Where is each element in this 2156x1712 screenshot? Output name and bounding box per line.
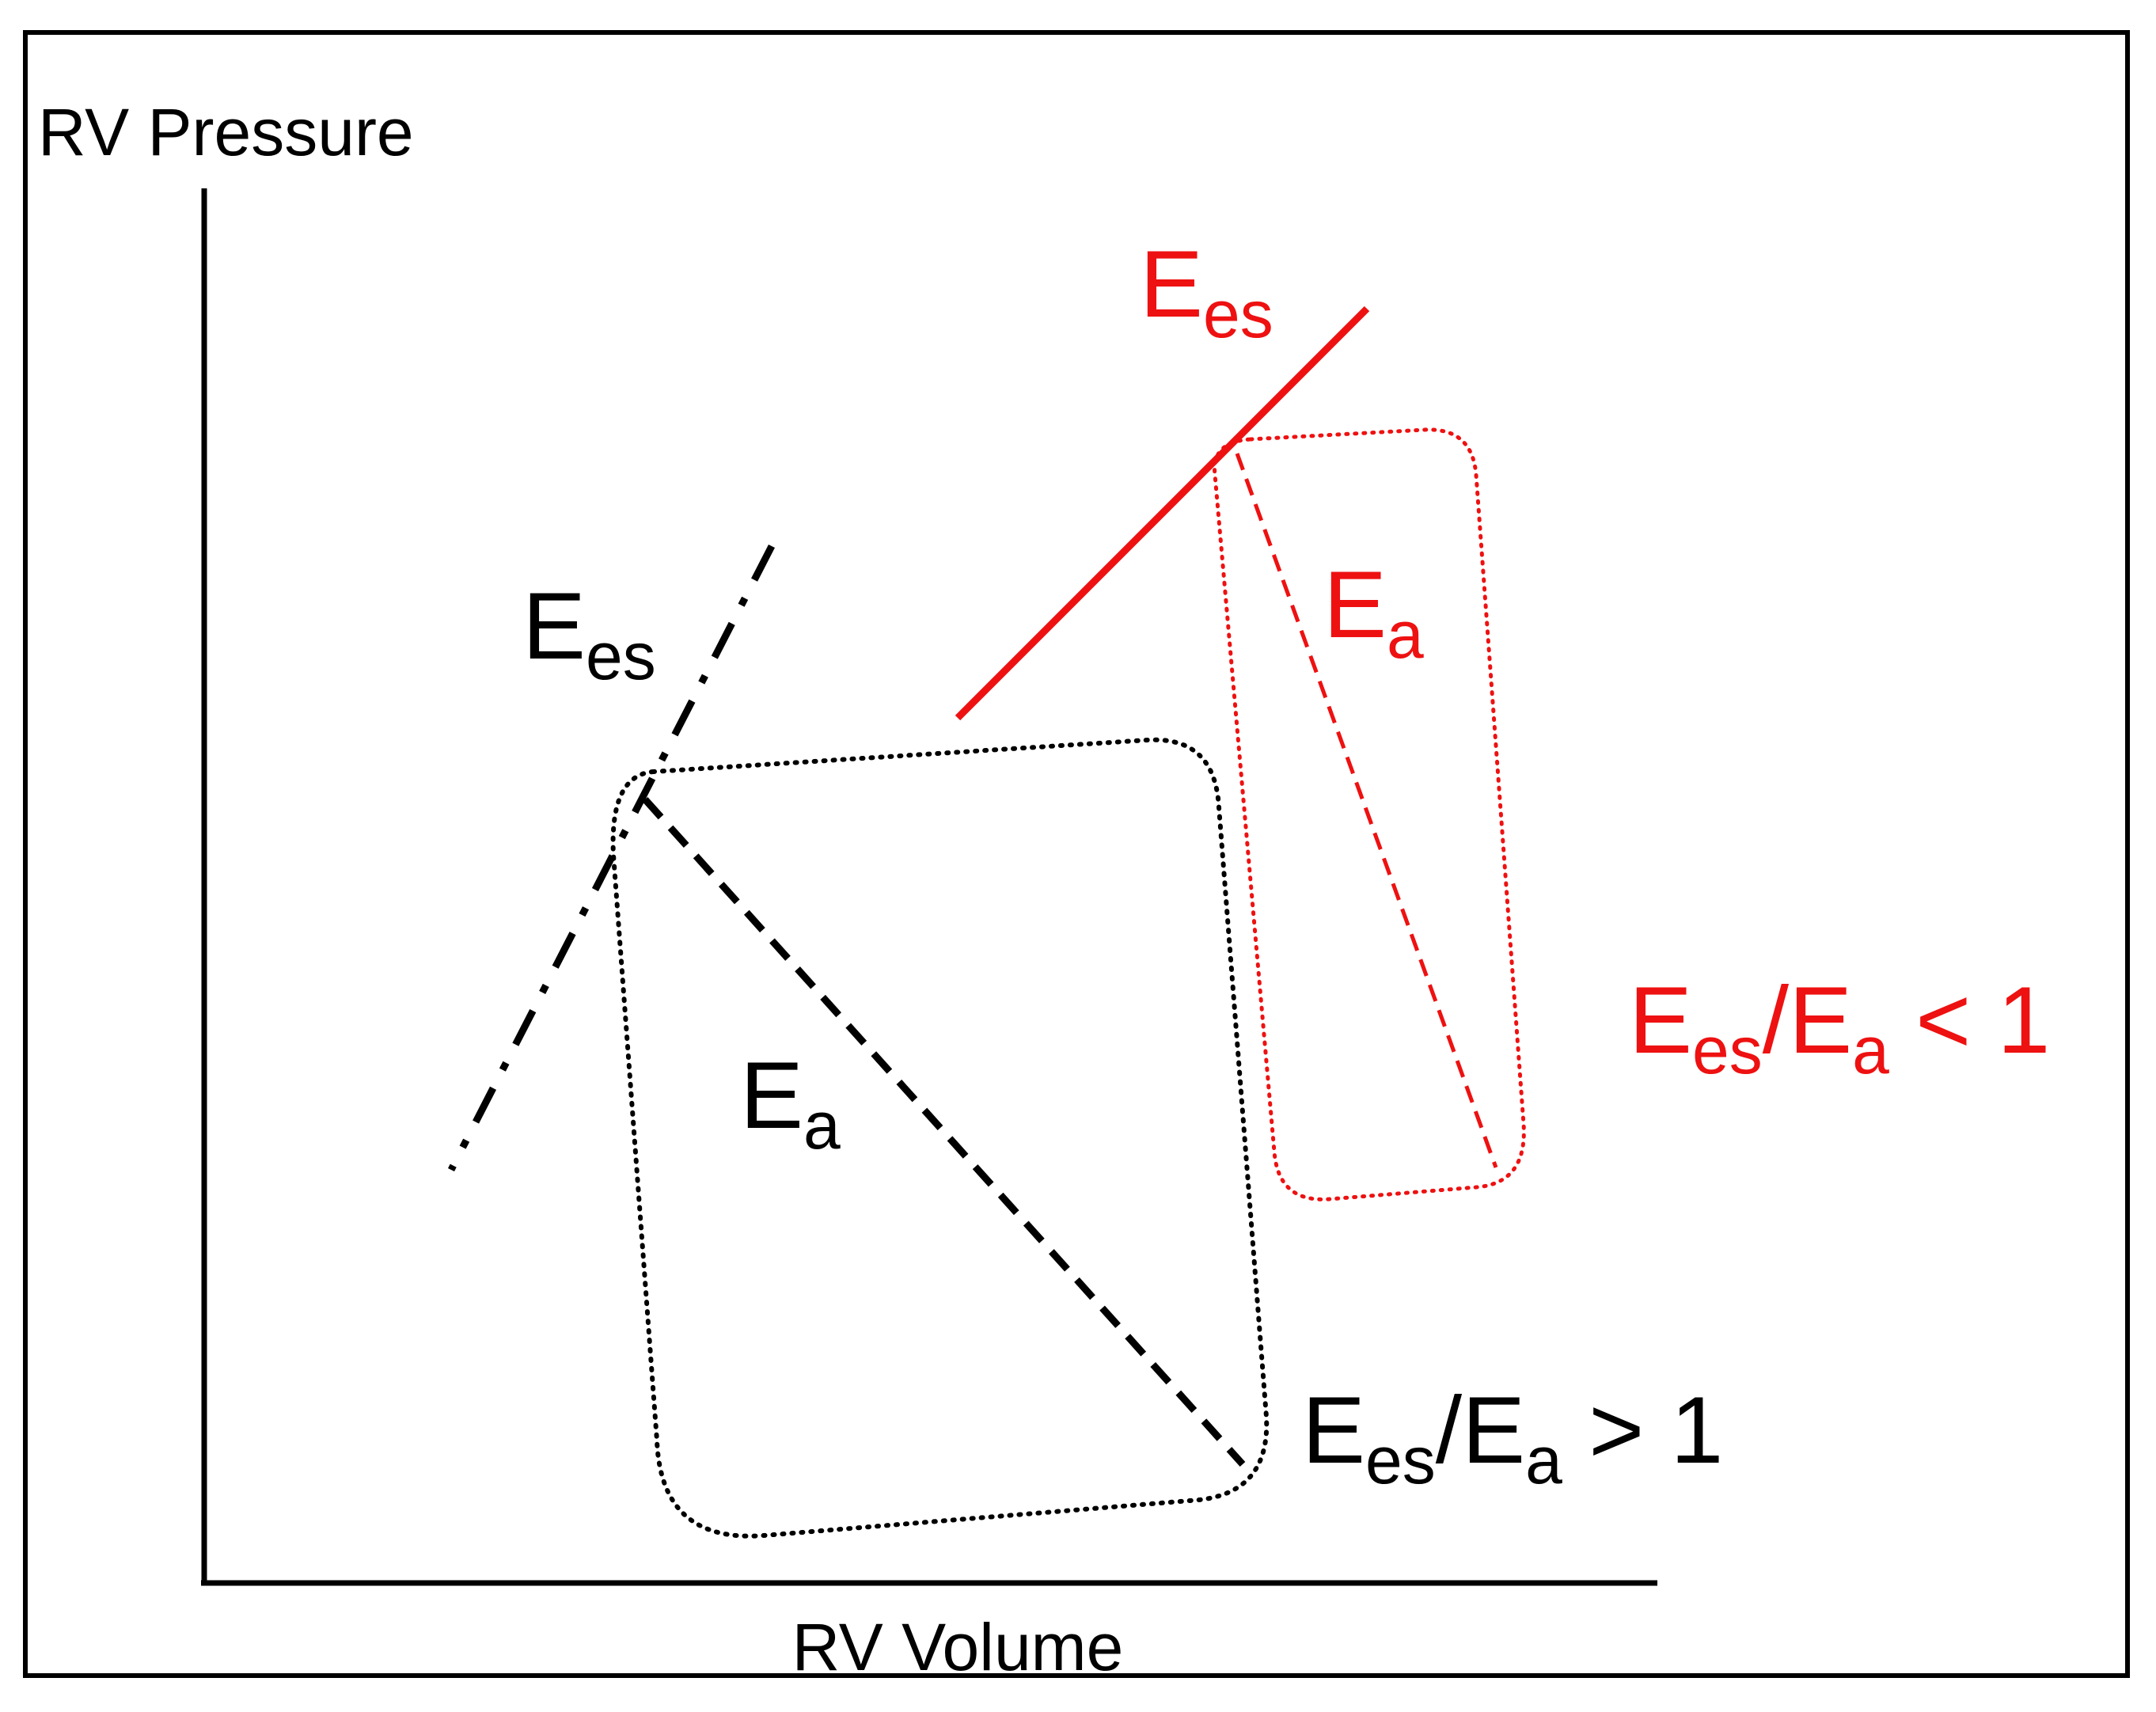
failing-pv-loop bbox=[1213, 427, 1526, 1201]
normal-ees-line bbox=[447, 544, 776, 1172]
normal-ea-line bbox=[642, 796, 1246, 1467]
failing-ea-line bbox=[1235, 453, 1498, 1168]
y-axis-label: RV Pressure bbox=[38, 95, 414, 169]
normal-ea-label: Ea bbox=[740, 1042, 841, 1163]
failing-ees-line bbox=[955, 306, 1370, 721]
normal-pv-loop bbox=[610, 737, 1270, 1539]
normal-ratio-label: Ees/Ea > 1 bbox=[1302, 1377, 1723, 1498]
failing-ees-label: Ees bbox=[1140, 231, 1273, 351]
failing-ea-label: Ea bbox=[1323, 552, 1424, 672]
figure-border bbox=[23, 30, 2130, 1678]
normal-ees-label: Ees bbox=[522, 573, 656, 693]
x-axis-label: RV Volume bbox=[792, 1610, 1124, 1684]
failing-ratio-label: Ees/Ea < 1 bbox=[1629, 967, 2050, 1088]
